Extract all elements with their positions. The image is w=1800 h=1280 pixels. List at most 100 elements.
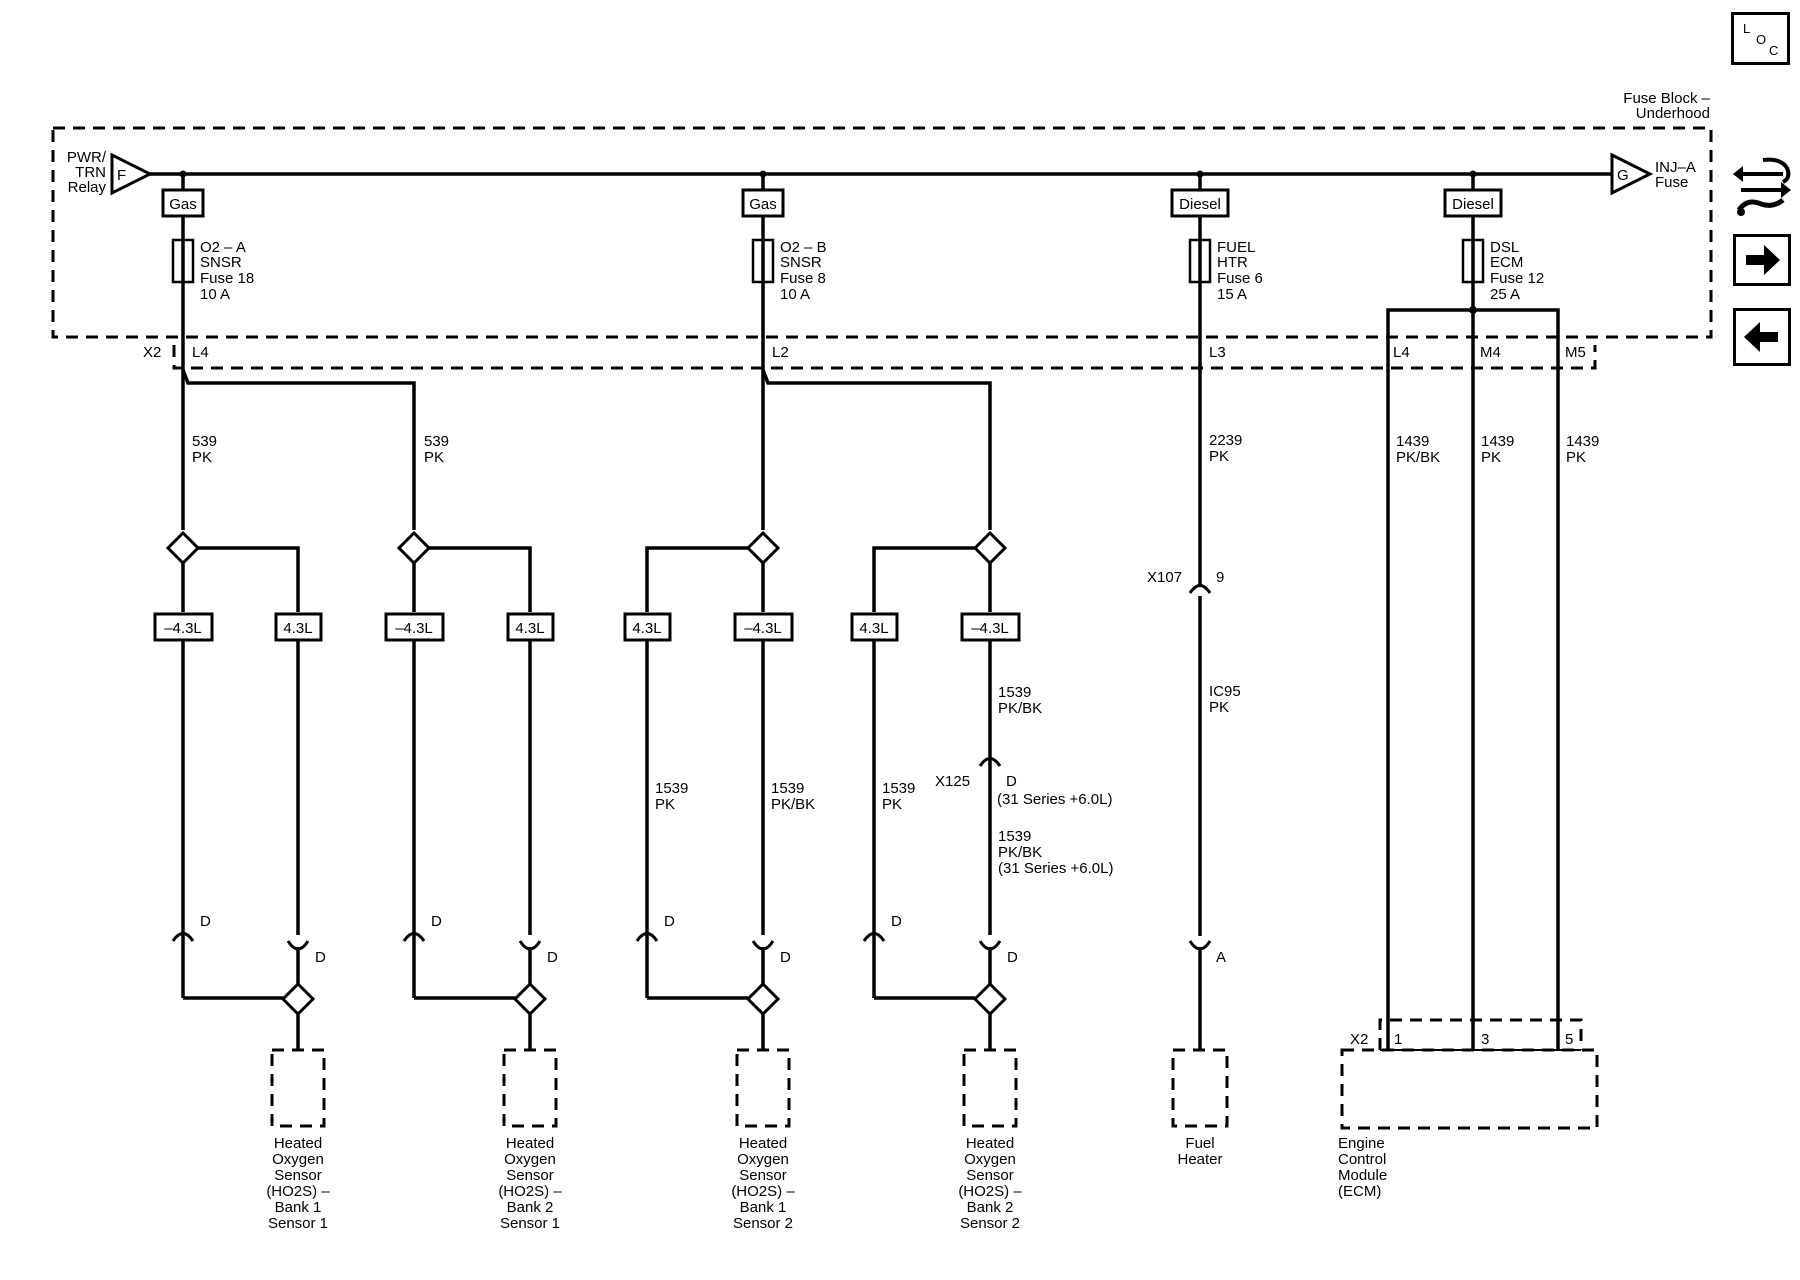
arrow-left-icon [1744,322,1778,352]
svg-text:M5: M5 [1565,344,1586,361]
svg-text:D: D [664,913,675,930]
next-page-button[interactable] [1733,234,1791,286]
fuse-o2b: Gas O2 – B SNSR Fuse 8 10 A [741,170,827,303]
bus-input-label: Relay [68,179,107,196]
locator-button[interactable]: L O C [1731,12,1790,65]
svg-text:(HO2S) –: (HO2S) – [498,1183,562,1200]
svg-text:SNSR: SNSR [780,254,822,271]
svg-text:Heater: Heater [1177,1151,1222,1168]
svg-text:1539: 1539 [998,684,1031,701]
svg-text:9: 9 [1216,569,1224,586]
svg-text:PK/BK: PK/BK [1396,449,1440,466]
svg-text:X107: X107 [1147,569,1182,586]
svg-text:5: 5 [1565,1031,1573,1048]
svg-text:–4.3L: –4.3L [744,620,782,637]
svg-text:Diesel: Diesel [1452,196,1494,213]
bus-output-letter: G [1617,167,1629,184]
svg-text:L4: L4 [1393,344,1410,361]
svg-text:Heated: Heated [739,1135,787,1152]
previous-page-button[interactable] [1733,308,1791,366]
svg-text:Fuse 8: Fuse 8 [780,270,826,287]
svg-text:Control: Control [1338,1151,1386,1168]
svg-text:Fuel: Fuel [1185,1135,1214,1152]
svg-text:–4.3L: –4.3L [164,620,202,637]
svg-text:X2: X2 [1350,1031,1368,1048]
svg-text:1539: 1539 [882,780,915,797]
svg-text:PK: PK [192,449,212,466]
component-ho2s-b1s2: Heated Oxygen Sensor (HO2S) – Bank 1 Sen… [731,1048,795,1232]
svg-text:Bank 2: Bank 2 [967,1199,1014,1216]
svg-text:Gas: Gas [749,196,777,213]
svg-text:Heated: Heated [506,1135,554,1152]
svg-text:PK/BK: PK/BK [998,844,1042,861]
fuse-o2a: Gas O2 – A SNSR Fuse 18 10 A [161,170,254,303]
svg-text:PK: PK [1209,699,1229,716]
svg-text:Fuse 18: Fuse 18 [200,270,254,287]
svg-text:IC95: IC95 [1209,683,1241,700]
svg-text:O2 – B: O2 – B [780,239,827,256]
svg-text:4.3L: 4.3L [515,620,544,637]
sensor-branch-b2s1: –4.3L 4.3L D D [384,530,558,1050]
svg-text:Oxygen: Oxygen [964,1151,1016,1168]
svg-text:D: D [1006,773,1017,790]
tools-icon[interactable] [1733,152,1791,220]
svg-text:D: D [315,949,326,966]
bus-input-letter: F [117,167,126,184]
svg-text:Sensor: Sensor [739,1167,787,1184]
bus-output-arrow [1610,152,1654,196]
svg-text:2239: 2239 [1209,432,1242,449]
svg-text:3: 3 [1481,1031,1489,1048]
svg-text:A: A [1216,949,1226,966]
svg-text:Engine: Engine [1338,1135,1385,1152]
svg-text:1539: 1539 [998,828,1031,845]
svg-text:DSL: DSL [1490,239,1519,256]
svg-text:D: D [431,913,442,930]
svg-text:L2: L2 [772,344,789,361]
svg-text:D: D [1007,949,1018,966]
svg-text:X2: X2 [143,344,161,361]
svg-text:1: 1 [1394,1031,1402,1048]
svg-text:10 A: 10 A [200,286,230,303]
svg-text:D: D [891,913,902,930]
locator-l: L [1743,21,1751,36]
svg-text:10 A: 10 A [780,286,810,303]
connector-x2: X2 L4 L2 L3 L4 M4 M5 [143,344,1597,370]
svg-text:Sensor 2: Sensor 2 [960,1215,1020,1232]
svg-text:PK: PK [1209,448,1229,465]
svg-text:15 A: 15 A [1217,286,1247,303]
circuit-fuel-heater: 2239 PK X107 9 IC95 PK A Fuel Heater [1147,282,1242,1168]
sensor-branch-b2s2: 4.3L –4.3L 1539 PK 1539 PK/BK X125 D (31… [850,530,1113,1050]
svg-text:Heated: Heated [966,1135,1014,1152]
svg-text:Oxygen: Oxygen [504,1151,556,1168]
component-ho2s-b2s1: Heated Oxygen Sensor (HO2S) – Bank 2 Sen… [498,1048,562,1232]
fuse-block-title: Fuse Block – [1623,90,1710,107]
svg-text:ECM: ECM [1490,254,1523,271]
svg-text:1539: 1539 [655,780,688,797]
svg-text:HTR: HTR [1217,254,1248,271]
svg-text:Oxygen: Oxygen [737,1151,789,1168]
svg-text:(31 Series +6.0L): (31 Series +6.0L) [997,791,1112,808]
component-ho2s-b1s1: Heated Oxygen Sensor (HO2S) – Bank 1 Sen… [266,1048,330,1232]
svg-text:D: D [200,913,211,930]
svg-text:D: D [547,949,558,966]
svg-text:539: 539 [424,433,449,450]
svg-text:4.3L: 4.3L [859,620,888,637]
bus-output-label: Fuse [1655,174,1688,191]
circuit-o2b-feed [761,282,992,530]
bus-output-label: INJ–A [1655,159,1696,176]
svg-text:Diesel: Diesel [1179,196,1221,213]
svg-text:539: 539 [192,433,217,450]
svg-text:Oxygen: Oxygen [272,1151,324,1168]
svg-text:Sensor 1: Sensor 1 [268,1215,328,1232]
svg-text:(HO2S) –: (HO2S) – [266,1183,330,1200]
svg-text:Fuse 12: Fuse 12 [1490,270,1544,287]
svg-text:FUEL: FUEL [1217,239,1255,256]
svg-text:D: D [780,949,791,966]
svg-text:1439: 1439 [1566,433,1599,450]
locator-o: O [1756,32,1767,47]
circuit-539-group: 539 PK 539 PK [181,282,449,530]
svg-text:PK/BK: PK/BK [998,700,1042,717]
component-ho2s-b2s2: Heated Oxygen Sensor (HO2S) – Bank 2 Sen… [958,1048,1022,1232]
svg-text:PK: PK [655,796,675,813]
arrow-right-icon [1746,245,1780,275]
